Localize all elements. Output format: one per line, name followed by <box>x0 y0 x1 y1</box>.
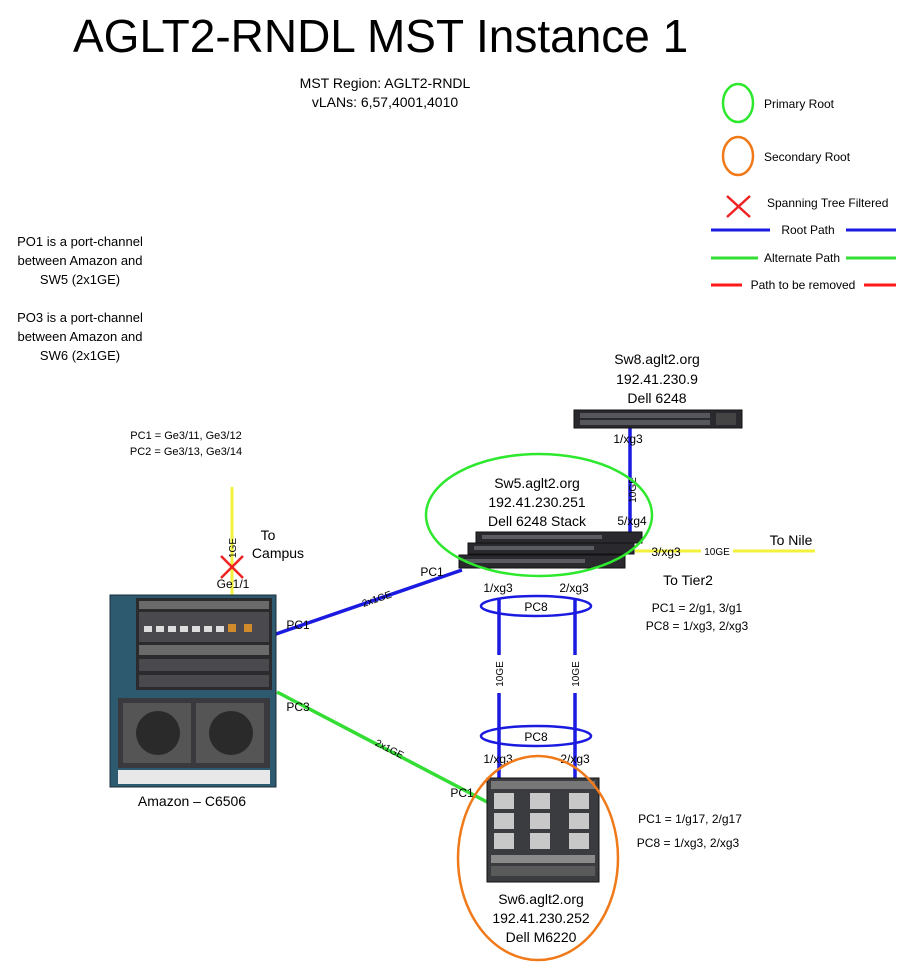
sw5-model: Dell 6248 Stack <box>488 513 587 529</box>
sw5-port-2xg3: 2/xg3 <box>559 581 589 595</box>
to-campus-line1: To <box>261 527 276 543</box>
amazon-chassis-icon <box>109 594 277 788</box>
link-pc8-a-speed: 10GE <box>495 661 506 687</box>
sw6-port-1xg3: 1/xg3 <box>483 752 513 766</box>
sw5-ip: 192.41.230.251 <box>488 494 586 510</box>
region-vlans: vLANs: 6,57,4001,4010 <box>312 94 459 110</box>
secondary-root-icon <box>721 135 755 177</box>
sw5-pc1-label: PC1 <box>420 565 444 579</box>
legend-removed-bg <box>742 278 864 292</box>
link-amazon-sw5 <box>275 568 463 636</box>
sw8-ip: 192.41.230.9 <box>616 371 698 387</box>
pc8-a-speed-bg <box>491 655 507 693</box>
amazon-pc1-note: PC1 = Ge3/11, Ge3/12 <box>130 430 241 442</box>
amazon-name: Amazon – C6506 <box>138 793 246 809</box>
sw6-chassis-icon <box>486 777 600 883</box>
legend-alt-bg <box>758 251 846 265</box>
nile-speed-bg <box>701 545 733 557</box>
primary-root-icon <box>721 82 755 124</box>
amazon-port-ge1-1: Ge1/1 <box>217 577 250 591</box>
region-name: MST Region: AGLT2-RNDL <box>300 75 471 91</box>
sw5-port-1xg3: 1/xg3 <box>483 581 513 595</box>
sw5-note-pc8: PC8 = 1/xg3, 2/xg3 <box>646 619 749 633</box>
note-po3-line3: SW6 (2x1GE) <box>40 348 120 363</box>
pc8-b-speed-bg <box>567 655 583 693</box>
sw5-pc8-label: PC8 <box>524 600 548 614</box>
note-po3-line2: between Amazon and <box>17 329 142 344</box>
legend-alternate-path: Alternate Path <box>764 251 840 265</box>
sw8-port: 1/xg3 <box>613 432 643 446</box>
secondary-root-ellipse <box>456 754 620 962</box>
filtered-x-campus-icon <box>220 555 244 579</box>
port-channel-notes: PO1 is a port-channel between Amazon and… <box>17 234 143 363</box>
legend-root-bg <box>770 223 846 237</box>
link-sw5-nile-speed: 10GE <box>704 547 730 558</box>
link-amazon-sw6-speed: 2x1GE <box>373 738 406 762</box>
primary-root-ellipse <box>424 452 654 578</box>
sw6-note-pc8: PC8 = 1/xg3, 2/xg3 <box>637 836 740 850</box>
amazon-pc1-label: PC1 <box>286 618 310 632</box>
sw5-pc8-ring <box>479 594 593 618</box>
sw8-switch-icon <box>573 409 743 429</box>
filtered-x-icon <box>726 195 751 218</box>
note-po1-line2: between Amazon and <box>17 253 142 268</box>
sw5-port-3xg3: 3/xg3 <box>651 545 681 559</box>
link-amazon-sw6 <box>276 690 490 805</box>
sw5-note-pc1: PC1 = 2/g1, 3/g1 <box>652 601 743 615</box>
link-sw8-sw5-speed: 10GE <box>628 477 639 503</box>
sw6-model: Dell M6220 <box>506 929 577 945</box>
legend-primary-root: Primary Root <box>764 97 835 111</box>
sw6-pc8-label: PC8 <box>524 730 548 744</box>
campus-uplink-speed: 1GE <box>228 538 239 558</box>
link-amazon-sw5-speed: 2x1GE <box>361 589 394 609</box>
note-po1-line3: SW5 (2x1GE) <box>40 272 120 287</box>
amazon-pc2-note: PC2 = Ge3/13, Ge3/14 <box>130 446 242 458</box>
sw6-note-pc1: PC1 = 1/g17, 2/g17 <box>638 812 742 826</box>
note-po1-line1: PO1 is a port-channel <box>17 234 143 249</box>
sw5-stack-icon <box>458 531 643 569</box>
link-pc8-b-speed: 10GE <box>571 661 582 687</box>
sw6-port-2xg3: 2/xg3 <box>560 752 590 766</box>
to-nile: To Nile <box>770 532 813 548</box>
page-title: AGLT2-RNDL MST Instance 1 <box>73 10 688 62</box>
legend-path-removed: Path to be removed <box>751 278 856 292</box>
sw6-pc1-label: PC1 <box>450 786 474 800</box>
to-campus-line2: Campus <box>252 545 304 561</box>
legend-root-path: Root Path <box>781 223 834 237</box>
legend-filtered: Spanning Tree Filtered <box>767 196 888 210</box>
sw6-ip: 192.41.230.252 <box>492 910 590 926</box>
sw6-pc8-ring <box>479 724 593 748</box>
legend-secondary-root: Secondary Root <box>764 150 851 164</box>
amazon-pc3-label: PC3 <box>286 700 310 714</box>
sw8-name: Sw8.aglt2.org <box>614 351 700 367</box>
sw5-port-5xg4: 5/xg4 <box>617 514 647 528</box>
to-tier2: To Tier2 <box>663 572 713 588</box>
legend: Primary Root Secondary Root Spanning Tre… <box>711 82 896 292</box>
sw8-model: Dell 6248 <box>627 390 686 406</box>
sw6-name: Sw6.aglt2.org <box>498 891 584 907</box>
sw5-name: Sw5.aglt2.org <box>494 475 580 491</box>
note-po3-line1: PO3 is a port-channel <box>17 310 143 325</box>
